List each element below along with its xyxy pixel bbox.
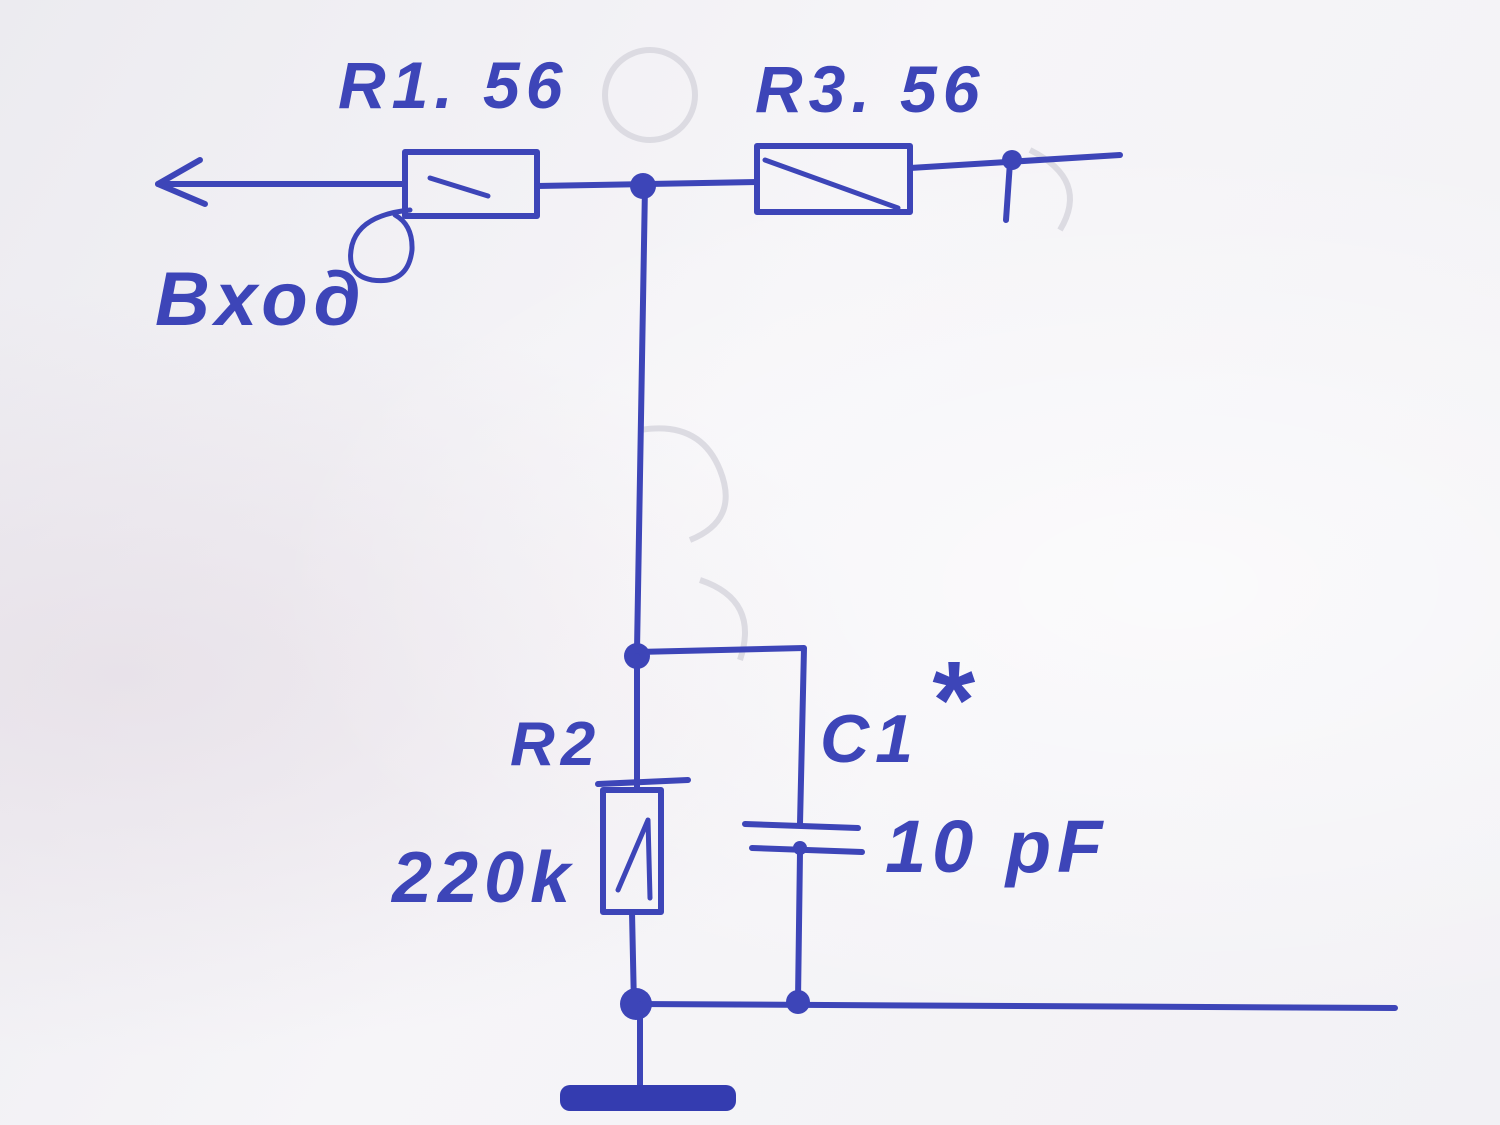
label-r1: R1. 56	[338, 48, 568, 122]
junction-bottom-left	[620, 988, 652, 1020]
resistor-r2	[595, 777, 691, 915]
paper-show-through	[602, 47, 1073, 661]
label-c1: C1	[820, 701, 919, 777]
label-c1-mark: *	[928, 639, 977, 762]
label-r2-value: 220k	[390, 838, 576, 918]
wire-branch-c1	[634, 645, 807, 827]
capacitor-c1	[742, 821, 865, 1003]
label-c1-value: 10 pF	[885, 805, 1108, 888]
label-r3: R3. 56	[755, 52, 985, 126]
resistor-r3	[754, 143, 913, 215]
junction-top	[630, 173, 656, 199]
label-input: Вход	[155, 257, 367, 342]
junction-bottom-right	[786, 990, 810, 1014]
label-r2: R2	[510, 710, 601, 779]
resistor-r1	[402, 149, 540, 219]
output-terminal	[907, 150, 1123, 223]
input-arrow	[155, 157, 408, 207]
ground-symbol	[560, 1001, 736, 1111]
wire-bottom-rail	[631, 1001, 1398, 1011]
input-label-loop	[348, 207, 415, 284]
wire-vertical-main	[634, 183, 648, 653]
